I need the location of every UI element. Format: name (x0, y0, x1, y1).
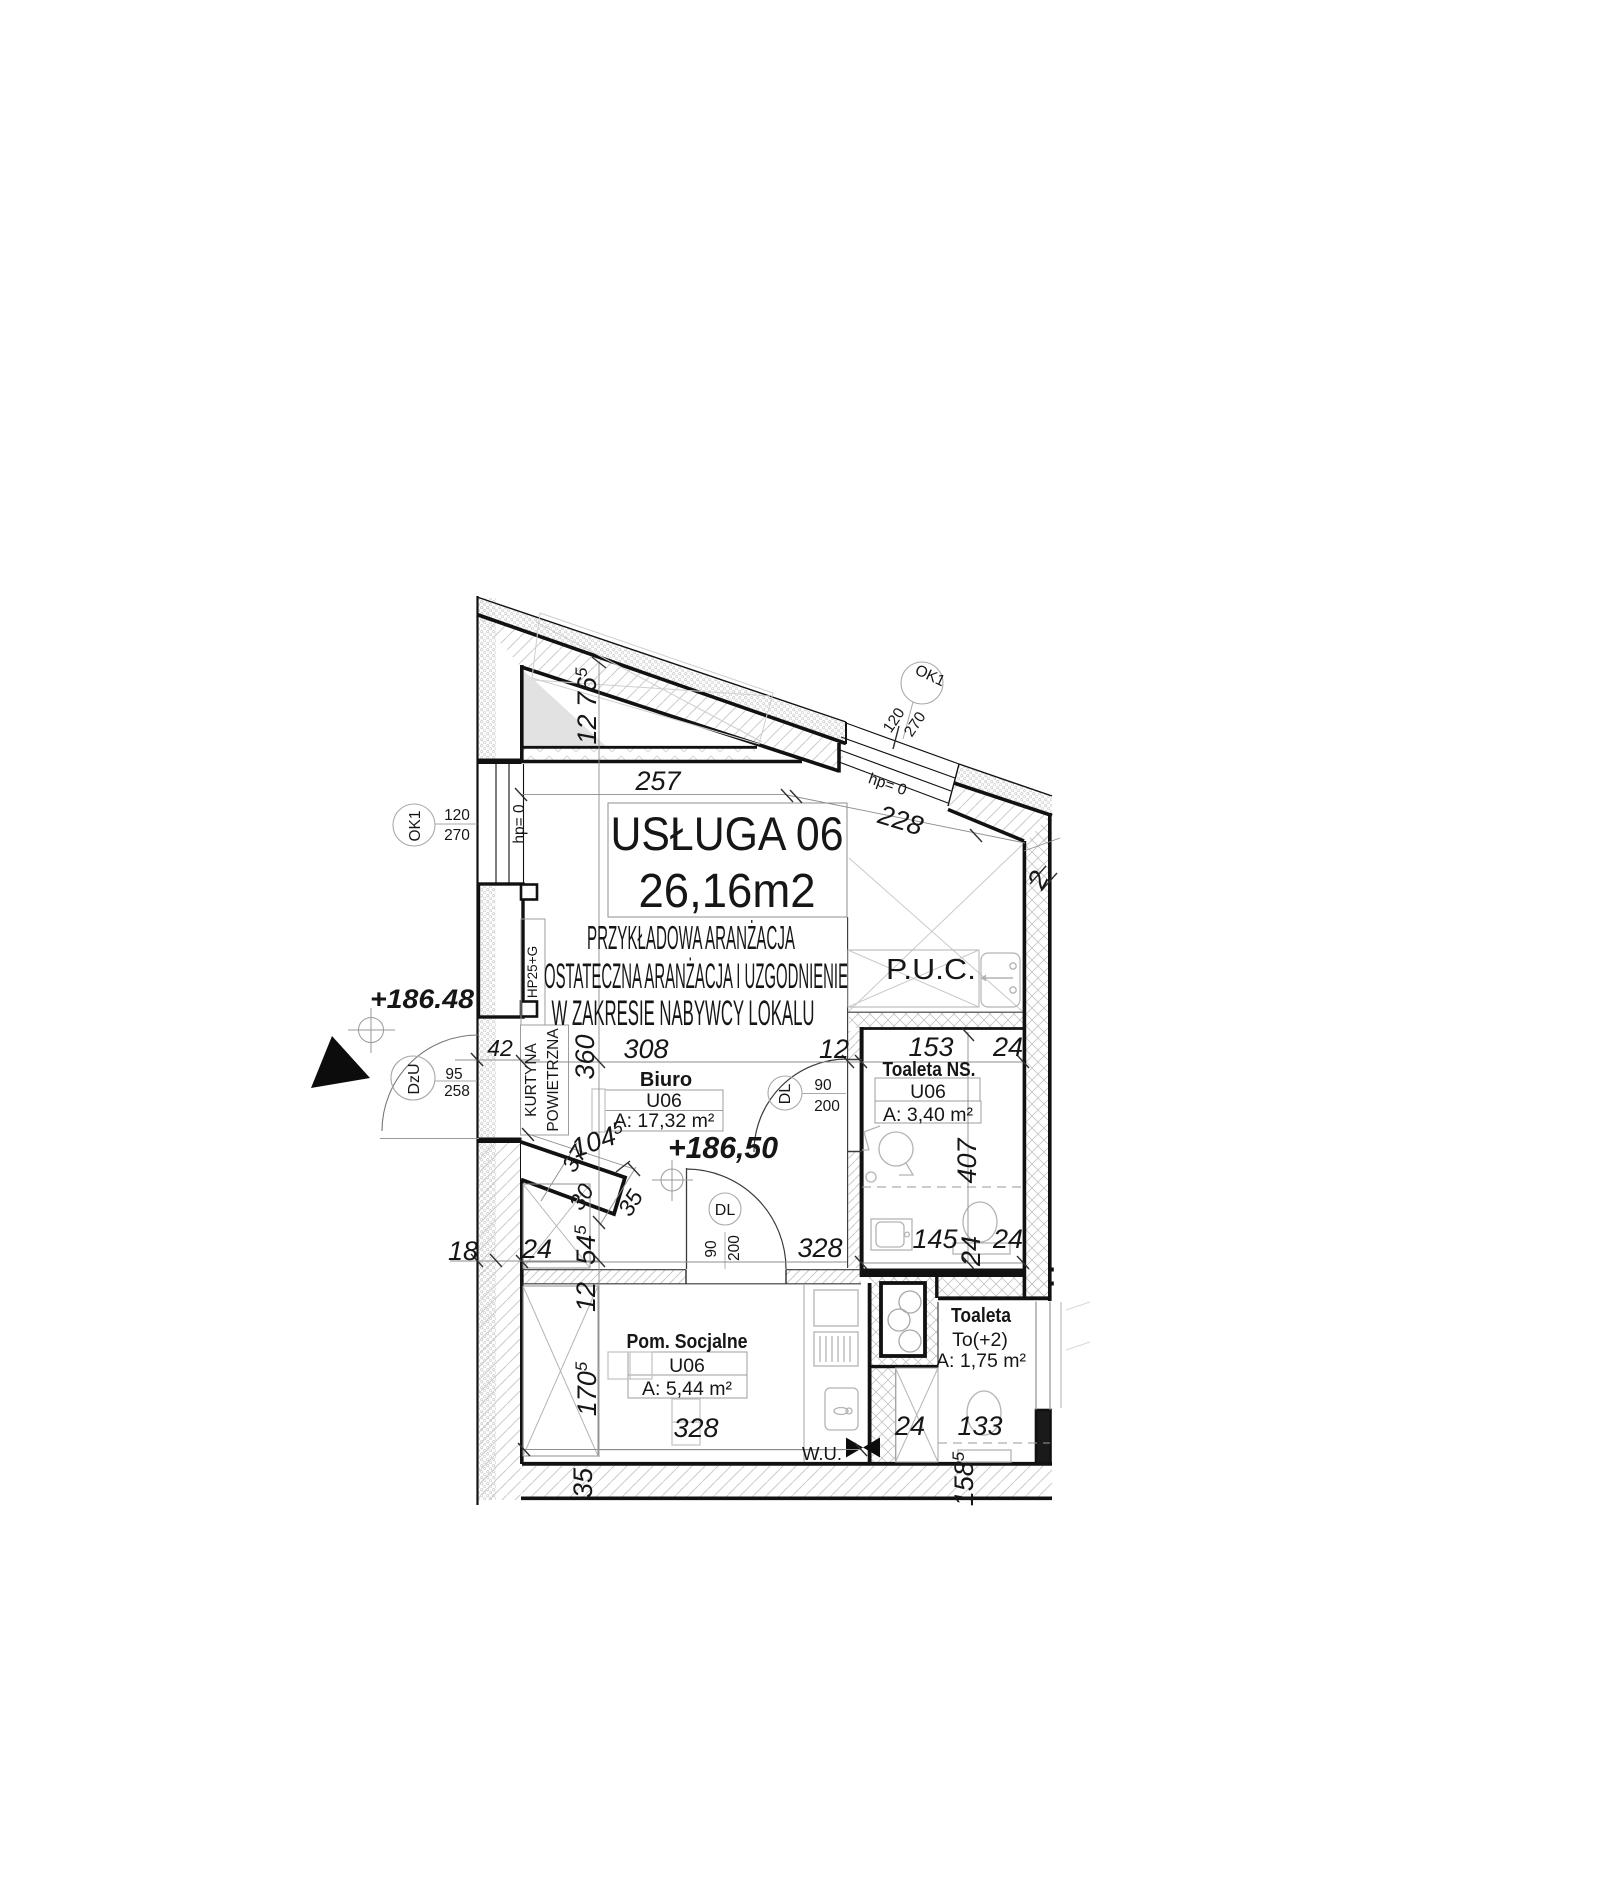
svg-text:153: 153 (908, 1032, 953, 1062)
svg-text:DL: DL (715, 1202, 736, 1219)
svg-text:308: 308 (623, 1034, 668, 1064)
svg-text:328: 328 (673, 1413, 718, 1443)
svg-text:OK1: OK1 (407, 810, 424, 841)
svg-text:DL: DL (777, 1084, 794, 1105)
svg-text:U06: U06 (669, 1355, 705, 1377)
svg-text:258: 258 (444, 1083, 470, 1100)
svg-text:257: 257 (634, 766, 681, 796)
svg-text:KURTYNA: KURTYNA (523, 1042, 540, 1116)
svg-text:Toaleta NS.: Toaleta NS. (883, 1059, 976, 1081)
svg-text:407: 407 (952, 1137, 982, 1183)
svg-text:90: 90 (814, 1077, 832, 1094)
svg-text:U06: U06 (646, 1090, 682, 1112)
svg-text:A: 17,32 m²: A: 17,32 m² (614, 1110, 715, 1132)
svg-text:W ZAKRESIE NABYWCY LOKALU: W ZAKRESIE NABYWCY LOKALU (552, 994, 815, 1033)
svg-text:HP25+G: HP25+G (525, 946, 540, 998)
svg-text:POWIETRZNA: POWIETRZNA (545, 1028, 562, 1132)
svg-text:35: 35 (568, 1467, 598, 1498)
svg-text:24: 24 (521, 1234, 552, 1264)
svg-text:24: 24 (992, 1224, 1023, 1254)
svg-text:328: 328 (797, 1233, 842, 1263)
svg-text:360: 360 (570, 1034, 600, 1079)
svg-text:hp= 0: hp= 0 (511, 804, 528, 844)
svg-text:W.U.: W.U. (802, 1443, 842, 1464)
svg-text:24: 24 (992, 1032, 1023, 1062)
svg-text:PRZYKŁADOWA ARANŻACJA: PRZYKŁADOWA ARANŻACJA (587, 919, 795, 956)
svg-text:12: 12 (819, 1034, 849, 1064)
svg-text:USŁUGA 06: USŁUGA 06 (611, 807, 844, 860)
svg-text:Pom. Socjalne: Pom. Socjalne (627, 1331, 748, 1353)
svg-text:120: 120 (444, 807, 470, 824)
svg-text:OSTATECZNA ARANŻACJA I UZGODNI: OSTATECZNA ARANŻACJA I UZGODNIENIE (544, 957, 848, 996)
svg-text:24: 24 (956, 1236, 986, 1267)
svg-text:133: 133 (957, 1411, 1002, 1441)
svg-text:+186,50: +186,50 (668, 1130, 778, 1165)
svg-text:90: 90 (703, 1240, 720, 1258)
svg-text:200: 200 (726, 1235, 743, 1261)
svg-text:145: 145 (912, 1224, 958, 1254)
svg-text:270: 270 (444, 827, 470, 844)
svg-text:12: 12 (571, 1282, 601, 1312)
svg-text:+186.48: +186.48 (370, 984, 474, 1014)
svg-text:P.U.C.: P.U.C. (886, 954, 976, 986)
svg-text:18: 18 (448, 1236, 478, 1266)
svg-text:A: 3,40 m²: A: 3,40 m² (883, 1104, 973, 1126)
svg-text:12 765: 12 765 (572, 667, 602, 745)
svg-text:200: 200 (814, 1098, 840, 1115)
svg-text:24: 24 (894, 1411, 925, 1441)
svg-text:42: 42 (487, 1035, 513, 1061)
svg-text:Toaleta: Toaleta (951, 1305, 1012, 1327)
svg-text:To(+2): To(+2) (952, 1329, 1008, 1351)
svg-text:A: 5,44 m²: A: 5,44 m² (642, 1378, 732, 1400)
svg-text:A: 1,75 m²: A: 1,75 m² (936, 1350, 1026, 1372)
svg-text:DzU: DzU (406, 1063, 423, 1094)
svg-text:U06: U06 (910, 1081, 946, 1103)
svg-text:Biuro: Biuro (640, 1069, 692, 1091)
svg-text:95: 95 (445, 1066, 462, 1083)
svg-text:26,16m2: 26,16m2 (639, 865, 816, 918)
